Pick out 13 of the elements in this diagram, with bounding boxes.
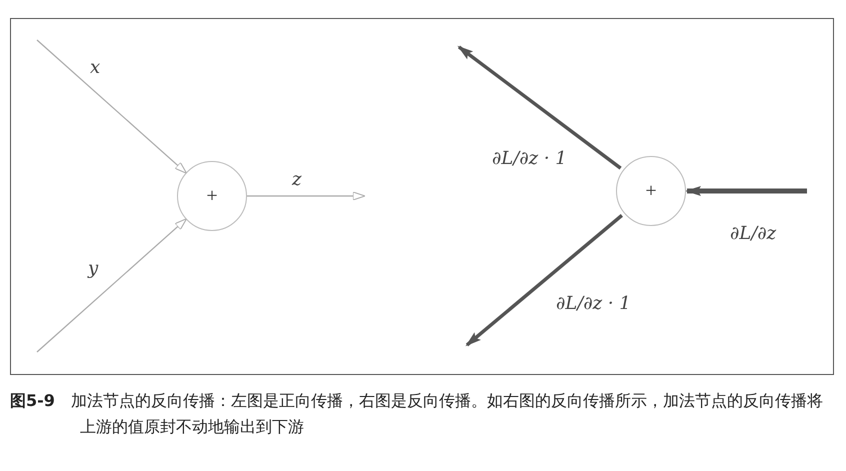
- edge-label: z: [292, 168, 302, 192]
- arrow: [247, 192, 366, 200]
- edge-label: y: [88, 257, 98, 281]
- edge-label: ∂L/∂z: [730, 222, 776, 246]
- arrow: [685, 186, 807, 196]
- figure-caption: 图5-9 加法节点的反向传播：左图是正向传播，右图是反向传播。如右图的反向传播所示，加法节点的反向传播将上游的值原封不动地输出到下游: [10, 390, 824, 438]
- arrow: [465, 214, 623, 346]
- arrow: [457, 46, 622, 170]
- arrow: [36, 218, 188, 352]
- arrow: [36, 40, 188, 174]
- edge-label: ∂L/∂z · 1: [556, 292, 631, 316]
- edge-label: ∂L/∂z · 1: [492, 147, 567, 171]
- edge-label: x: [90, 56, 100, 80]
